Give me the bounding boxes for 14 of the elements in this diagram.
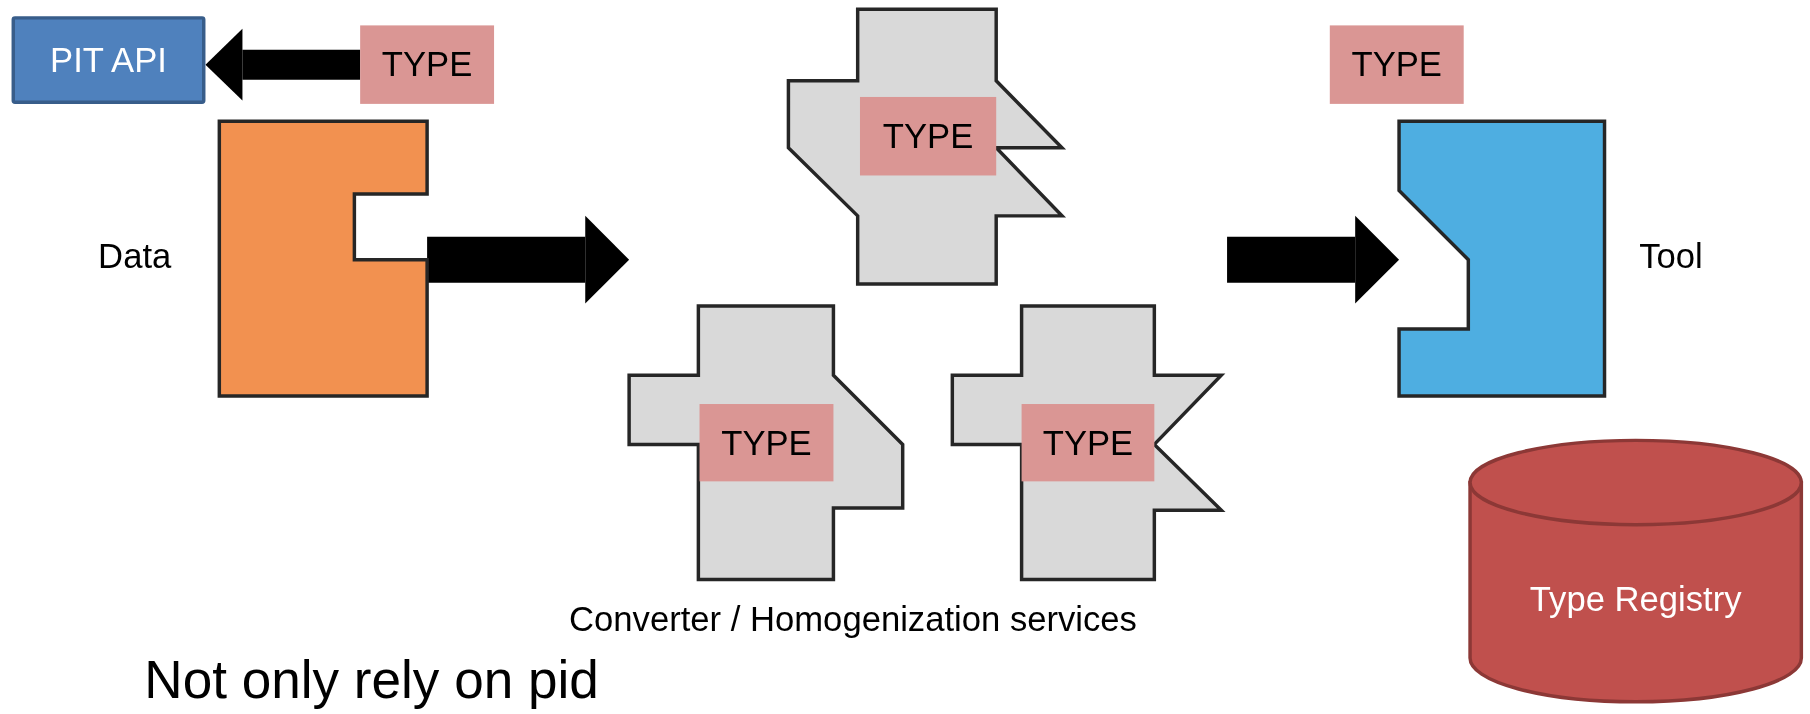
piece-caption: Data [98, 236, 172, 276]
piece-caption: Tool [1639, 236, 1703, 276]
database-label: Type Registry [1528, 579, 1743, 619]
group-caption: Converter / Homogenization services [569, 600, 1137, 640]
block-arrow [205, 28, 361, 101]
block-arrow [427, 215, 630, 304]
type-tag: TYPE [1329, 25, 1464, 104]
type-tag: TYPE [860, 96, 997, 176]
type-tag: TYPE [1021, 404, 1155, 482]
type-tag: TYPE [699, 404, 834, 482]
note-text: Not only rely on pid [144, 648, 599, 712]
api-box: PIT API [11, 16, 206, 104]
type-tag: TYPE [360, 25, 495, 104]
block-arrow [1227, 215, 1400, 304]
